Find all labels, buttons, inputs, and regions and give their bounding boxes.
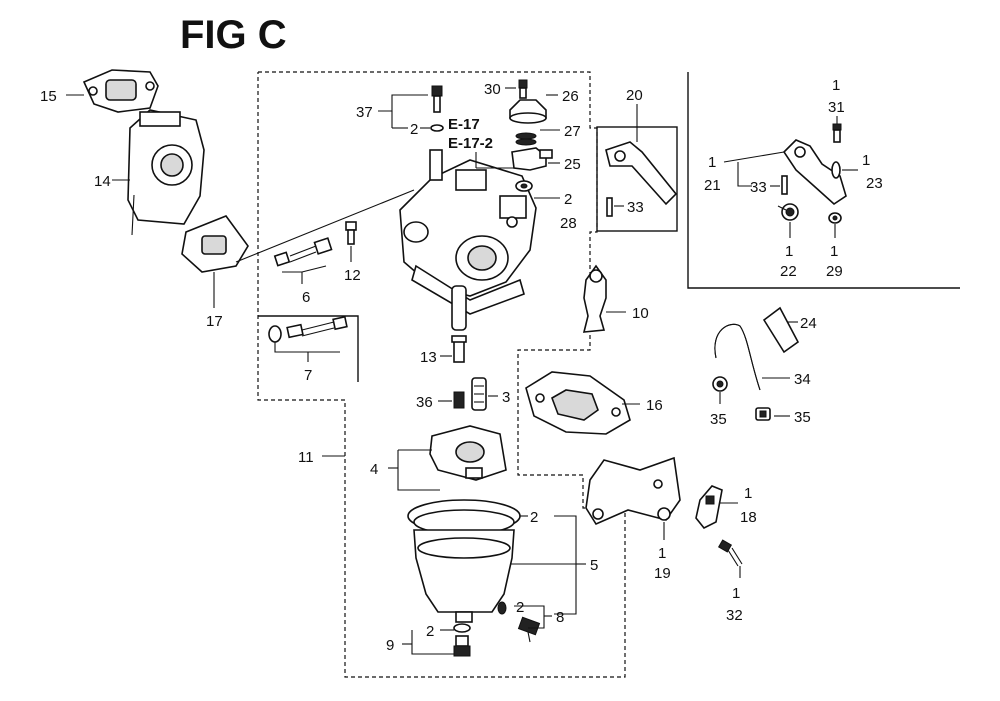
callout-37-qty: 2 [410, 121, 418, 138]
callout-4: 4 [370, 461, 378, 478]
part-36-main-jet [453, 391, 465, 409]
callout-2-bowl-gasket: 2 [530, 509, 538, 526]
callout-21-qty: 1 [708, 154, 716, 171]
carburetor-body [399, 149, 537, 331]
callout-28-qty: 2 [564, 191, 572, 208]
callout-12: 12 [344, 267, 361, 284]
part-31-screw [832, 123, 842, 143]
part-32-bolt [717, 539, 743, 567]
callout-5: 5 [590, 557, 598, 574]
callout-30: 30 [484, 81, 501, 98]
part-26-cover [509, 99, 547, 124]
callout-33-b: 33 [750, 179, 767, 196]
reference-e17: E-17 [448, 116, 480, 133]
callout-19-qty: 1 [658, 545, 666, 562]
part-4-float [429, 425, 507, 481]
part-16-gasket [525, 371, 631, 435]
callout-14: 14 [94, 173, 111, 190]
callout-9-qty: 2 [426, 623, 434, 640]
part-6-pilot-screw [273, 237, 333, 267]
part-23-bushing [831, 161, 841, 179]
group-box-21 [687, 72, 960, 289]
part-21-lever [782, 139, 847, 206]
callout-26: 26 [562, 88, 579, 105]
part-9-bowl-bolt [453, 623, 471, 657]
callout-9: 9 [386, 637, 394, 654]
callout-33-a: 33 [627, 199, 644, 216]
callout-22: 22 [780, 263, 797, 280]
callout-7: 7 [304, 367, 312, 384]
part-13-jet [451, 335, 467, 363]
callout-23: 23 [866, 175, 883, 192]
callout-19: 19 [654, 565, 671, 582]
part-33-pin [606, 197, 613, 217]
part-37-screw [430, 85, 444, 132]
part-22-spring [777, 203, 799, 221]
part-28-oring [515, 180, 533, 192]
part-19-bracket [585, 456, 681, 526]
part-14-insulator [127, 109, 205, 236]
callout-15: 15 [40, 88, 57, 105]
callout-35-a: 35 [710, 411, 727, 428]
callout-29: 29 [826, 263, 843, 280]
callout-3: 3 [502, 389, 510, 406]
callout-25: 25 [564, 156, 581, 173]
assembly-11-outline [257, 71, 626, 678]
callout-10: 10 [632, 305, 649, 322]
callout-21: 21 [704, 177, 721, 194]
callout-24: 24 [800, 315, 817, 332]
callout-36: 36 [416, 394, 433, 411]
part-33-pin-b [781, 175, 788, 195]
part-15-gasket [82, 69, 159, 113]
part-35-clip-b [755, 407, 771, 421]
callout-11: 11 [298, 449, 314, 466]
callout-32: 32 [726, 607, 743, 624]
callout-18: 18 [740, 509, 757, 526]
callout-22-qty: 1 [785, 243, 793, 260]
callout-32-qty: 1 [732, 585, 740, 602]
callout-34: 34 [794, 371, 811, 388]
part-35-clip-a [712, 376, 728, 392]
callout-28: 28 [560, 215, 577, 232]
part-8-drain-screw [497, 601, 541, 643]
callout-8-qty: 2 [516, 599, 524, 616]
part-10-needle-valve [582, 264, 607, 333]
callout-16: 16 [646, 397, 663, 414]
part-20-choke-shaft [605, 141, 678, 206]
callout-31: 31 [828, 99, 845, 116]
callout-18-qty: 1 [744, 485, 752, 502]
part-24-hose [762, 306, 800, 354]
part-12-screw [345, 221, 357, 245]
callout-31-qty: 1 [832, 77, 840, 94]
part-27-spring [515, 132, 537, 146]
callout-35-b: 35 [794, 409, 811, 426]
callout-6: 6 [302, 289, 310, 306]
callout-29-qty: 1 [830, 243, 838, 260]
part-29-nut [828, 212, 842, 224]
part-17-gasket [181, 215, 249, 273]
reference-e17-2: E-17-2 [448, 135, 493, 152]
callout-8: 8 [556, 609, 564, 626]
figure-title: FIG C [180, 13, 287, 57]
part-34-fuel-tube [714, 323, 761, 391]
part-5-float-bowl [407, 499, 521, 623]
part-7-screw-set [268, 315, 348, 343]
callout-27: 27 [564, 123, 581, 140]
callout-13: 13 [420, 349, 437, 366]
group-box-7 [258, 315, 359, 382]
part-18-clip [695, 485, 723, 530]
part-3-float-pin [471, 377, 487, 411]
part-25-lever [511, 147, 553, 171]
callout-37: 37 [356, 104, 373, 121]
callout-20: 20 [626, 87, 643, 104]
part-30-screw [518, 79, 528, 99]
callout-23-qty: 1 [862, 152, 870, 169]
callout-17: 17 [206, 313, 223, 330]
